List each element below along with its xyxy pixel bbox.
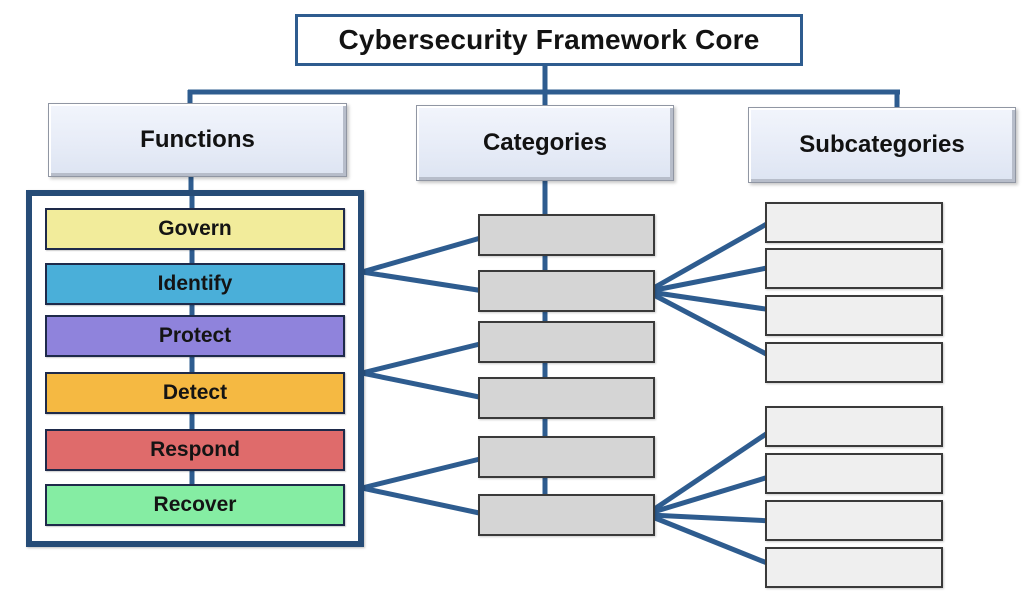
category-subcategory-line	[648, 290, 774, 360]
subcategory-box-8	[765, 547, 943, 588]
function-box-respond: Respond	[45, 429, 345, 471]
recover-category-line	[361, 455, 485, 491]
function-box-identify: Identify	[45, 263, 345, 305]
recover-category-line	[361, 485, 485, 517]
category-subcategory-line	[649, 512, 773, 524]
subcategory-box-7	[765, 500, 943, 541]
subcategories-header-label: Subcategories	[799, 131, 965, 158]
category-box-2	[478, 270, 655, 312]
function-box-detect: Detect	[45, 372, 345, 414]
functions-header: Functions	[48, 103, 347, 177]
detect-category-line	[361, 370, 485, 401]
category-box-1	[478, 214, 655, 256]
categories-header-label: Categories	[482, 129, 608, 156]
subcategories-header: Subcategories	[748, 107, 1016, 183]
category-box-6	[478, 494, 655, 536]
detect-category-line	[361, 340, 485, 376]
function-box-protect: Protect	[45, 315, 345, 357]
category-subcategory-line	[649, 264, 773, 294]
category-box-3	[478, 321, 655, 363]
identify-category-line	[361, 269, 485, 294]
category-subcategory-line	[649, 289, 773, 313]
subcategory-box-2	[765, 248, 943, 289]
category-box-4	[478, 377, 655, 419]
category-subcategory-line	[649, 473, 773, 516]
title-box: Cybersecurity Framework Core	[295, 14, 803, 66]
function-box-recover: Recover	[45, 484, 345, 526]
subcategory-box-5	[765, 406, 943, 447]
subcategory-box-6	[765, 453, 943, 494]
title-text: Cybersecurity Framework Core	[338, 24, 760, 55]
subcategory-box-3	[765, 295, 943, 336]
functions-header-label: Functions	[140, 126, 255, 153]
subcategory-box-1	[765, 202, 943, 243]
categories-header: Categories	[416, 105, 674, 181]
category-subcategory-line	[649, 513, 773, 568]
functions-container	[26, 190, 364, 547]
function-box-govern: Govern	[45, 208, 345, 250]
category-box-5	[478, 436, 655, 478]
subcategory-box-4	[765, 342, 943, 383]
identify-category-line	[361, 234, 485, 275]
category-subcategory-line	[648, 218, 774, 293]
category-subcategory-line	[648, 427, 774, 515]
